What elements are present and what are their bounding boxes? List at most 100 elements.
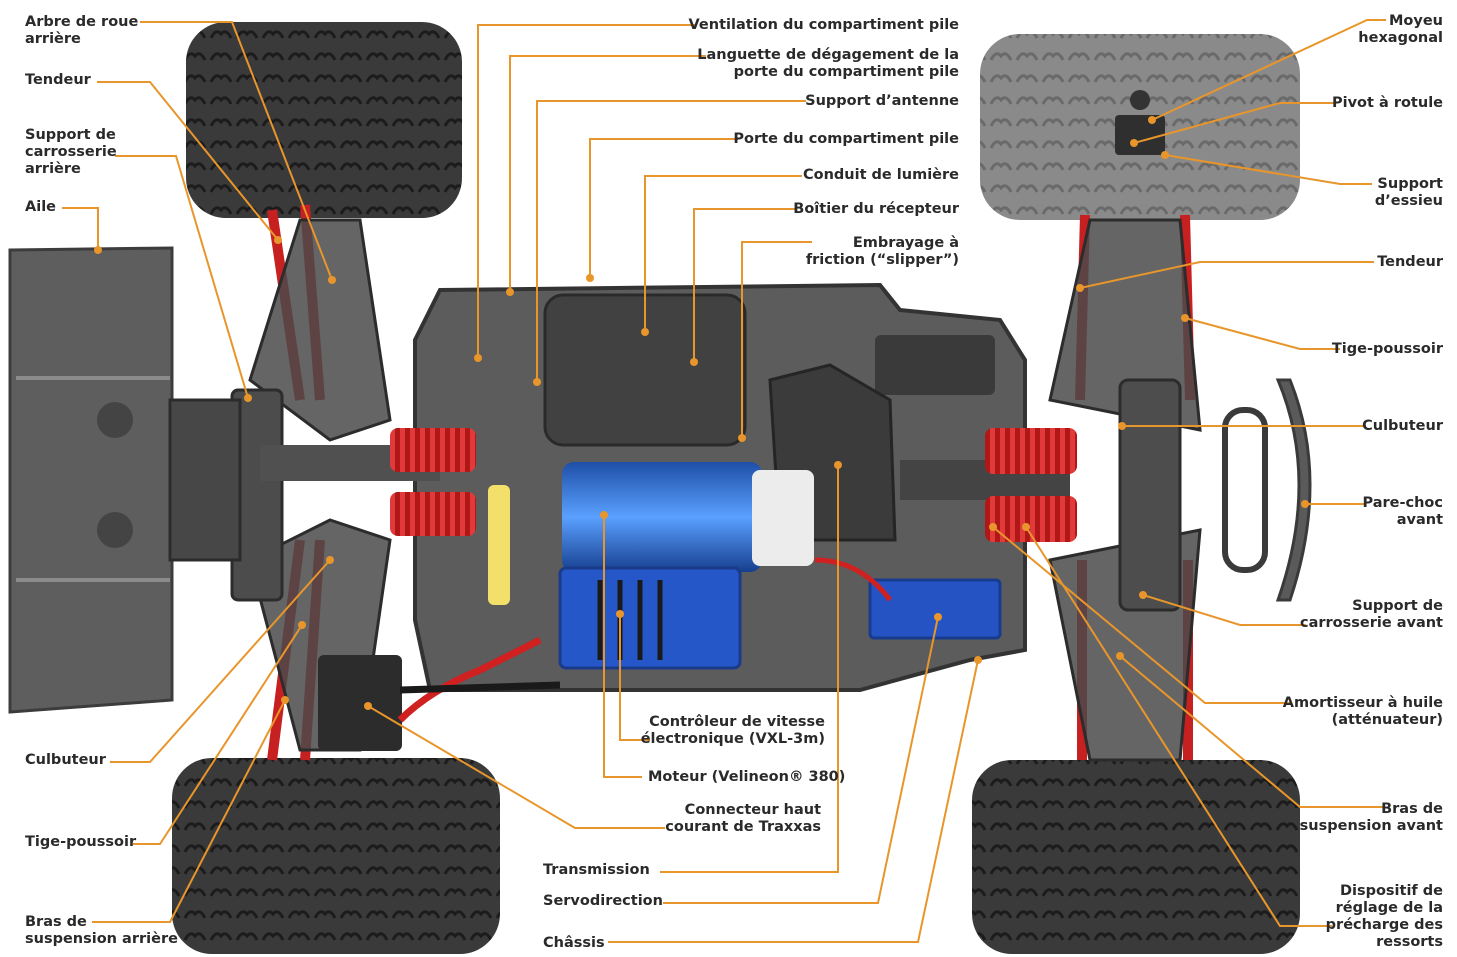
receiver-box — [875, 335, 995, 395]
leader-bras-avant — [1119, 655, 1384, 808]
leader-moteur — [603, 515, 642, 778]
leader-tige-poussoir-rear-dot — [298, 621, 306, 629]
label-culbuteur-rear: Culbuteur — [25, 752, 106, 768]
leader-support-carrosserie — [115, 155, 249, 399]
leader-connecteur-dot — [364, 702, 372, 710]
leader-moteur-dot — [600, 511, 608, 519]
front-tire-bottom — [972, 760, 1300, 954]
leader-controleur — [619, 614, 650, 741]
leader-transmission-dot — [834, 461, 842, 469]
leader-pivot — [1133, 102, 1336, 144]
leader-conduit-lumiere-dot — [641, 328, 649, 336]
leader-support-antenne-dot — [533, 378, 541, 386]
steering-servo — [868, 578, 1002, 640]
leader-porte-compartiment-dot — [586, 274, 594, 282]
leader-tige-poussoir-front — [1184, 317, 1340, 350]
leader-culbuteur-rear — [110, 559, 331, 763]
leader-tige-poussoir-front-dot — [1181, 314, 1189, 322]
leader-controleur-dot — [616, 610, 624, 618]
leader-bras-arriere — [92, 699, 286, 923]
leader-dispositif — [1025, 526, 1332, 927]
label-aile: Aile — [25, 199, 56, 215]
leader-bras-arriere-dot — [281, 696, 289, 704]
label-culbuteur-front: Culbuteur — [1362, 418, 1443, 434]
traxxas-connector — [318, 655, 402, 751]
leader-moyeu-dot — [1148, 116, 1156, 124]
leader-conduit-lumiere — [644, 175, 802, 332]
label-amortisseur: Amortisseur à huile(atténuateur) — [1282, 695, 1443, 728]
label-moteur: Moteur (Velineon® 380) — [648, 769, 846, 785]
label-boitier-recepteur: Boîtier du récepteur — [793, 201, 959, 217]
rear-wing — [8, 246, 174, 714]
leader-support-carrosserie-avant — [1142, 594, 1306, 626]
front-bumper — [1275, 378, 1312, 602]
leader-languette-dot — [506, 288, 514, 296]
leader-tige-poussoir-rear — [133, 624, 303, 845]
leader-boitier-recepteur — [693, 208, 797, 362]
leader-amortisseur-dot — [989, 523, 997, 531]
leader-support-antenne — [536, 100, 806, 382]
leader-culbuteur-rear-dot — [326, 556, 334, 564]
leader-dispositif-dot — [1022, 523, 1030, 531]
label-servodirection: Servodirection — [543, 893, 663, 909]
leader-ventilation-dot — [474, 354, 482, 362]
label-conduit-lumiere: Conduit de lumière — [802, 167, 959, 183]
leader-aile — [62, 207, 99, 250]
leader-embrayage — [741, 241, 812, 438]
leader-chassis — [608, 659, 979, 943]
label-tendeur-front: Tendeur — [1377, 254, 1443, 270]
label-tige-poussoir-rear: Tige-poussoir — [25, 834, 137, 850]
leader-aile-dot — [94, 246, 102, 254]
leader-chassis-dot — [974, 656, 982, 664]
leader-pivot-dot — [1130, 139, 1138, 147]
motor — [562, 462, 762, 572]
label-pivot: Pivot à rotule — [1332, 95, 1443, 111]
rear-tire-top — [186, 22, 462, 218]
leader-pare-choc-dot — [1301, 500, 1309, 508]
leader-boitier-recepteur-dot — [690, 358, 698, 366]
leader-languette — [509, 55, 706, 292]
leader-servodirection — [663, 616, 939, 904]
label-tige-poussoir-front: Tige-poussoir — [1331, 341, 1443, 357]
leader-support-essieu — [1164, 154, 1372, 185]
leader-servodirection-dot — [934, 613, 942, 621]
label-porte-compartiment: Porte du compartiment pile — [733, 131, 959, 147]
label-chassis: Châssis — [543, 935, 605, 951]
leader-support-essieu-dot — [1161, 151, 1169, 159]
leader-arbre-roue-dot — [328, 276, 336, 284]
esc — [558, 566, 742, 670]
label-tendeur-rear: Tendeur — [25, 72, 91, 88]
leader-tendeur-rear — [97, 81, 279, 241]
leader-tendeur-rear-dot — [274, 236, 282, 244]
leader-embrayage-dot — [738, 434, 746, 442]
leader-tendeur-front — [1079, 261, 1374, 289]
leader-ventilation — [477, 24, 696, 358]
leader-tendeur-front-dot — [1076, 284, 1084, 292]
leader-arbre-roue — [140, 21, 333, 281]
leader-bras-avant-dot — [1116, 652, 1124, 660]
label-transmission: Transmission — [543, 862, 650, 878]
leader-moyeu — [1151, 19, 1386, 121]
label-ventilation: Ventilation du compartiment pile — [688, 17, 959, 33]
leader-support-carrosserie-avant-dot — [1139, 591, 1147, 599]
leader-culbuteur-front-dot — [1118, 422, 1126, 430]
leader-transmission — [660, 465, 839, 873]
label-support-antenne: Support d’antenne — [805, 93, 959, 109]
leader-support-carrosserie-dot — [244, 394, 252, 402]
rear-tire-bottom — [172, 758, 500, 954]
